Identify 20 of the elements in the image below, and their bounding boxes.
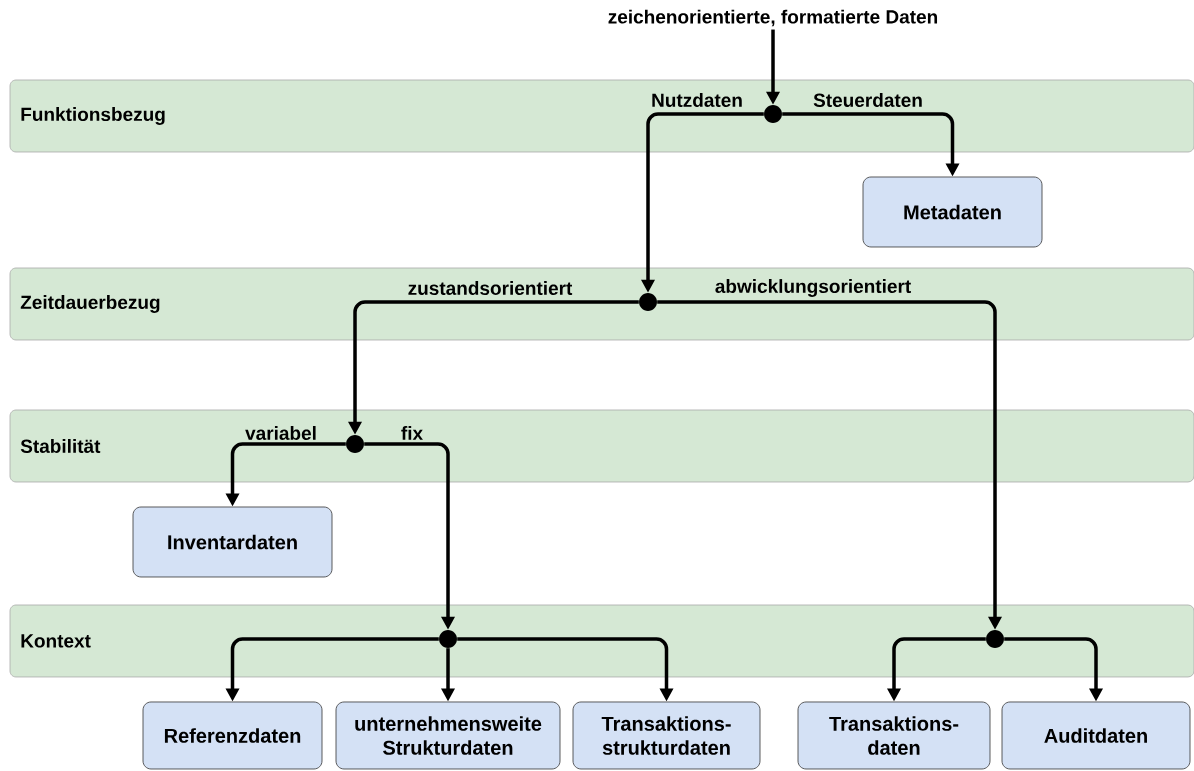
category-box: unternehmensweite Strukturdaten — [335, 701, 561, 770]
category-box: Metadaten — [862, 176, 1043, 248]
category-box: Transaktions- strukturdaten — [572, 701, 761, 770]
edge-label: Steuerdaten — [812, 92, 924, 108]
category-box: Inventardaten — [132, 506, 333, 578]
junction-dot — [439, 630, 457, 648]
junction-dot — [986, 630, 1004, 648]
junction-dot — [639, 293, 657, 311]
category-box: Auditdaten — [1001, 701, 1191, 770]
input-label: zeichenorientierte, formatierte Daten — [608, 9, 938, 27]
edge-label: abwicklungsorientiert — [713, 278, 913, 298]
edge-label: variabel — [244, 425, 318, 441]
edge-label: Nutzdaten — [650, 92, 744, 108]
junction-dot — [764, 105, 782, 123]
category-box: Referenzdaten — [142, 701, 323, 770]
junction-dot — [346, 435, 364, 453]
category-box: Transaktions- daten — [797, 701, 991, 770]
edge-label: zustandsorientiert — [406, 280, 574, 296]
edge-label: fix — [399, 425, 425, 441]
band: Kontext — [9, 604, 1194, 678]
